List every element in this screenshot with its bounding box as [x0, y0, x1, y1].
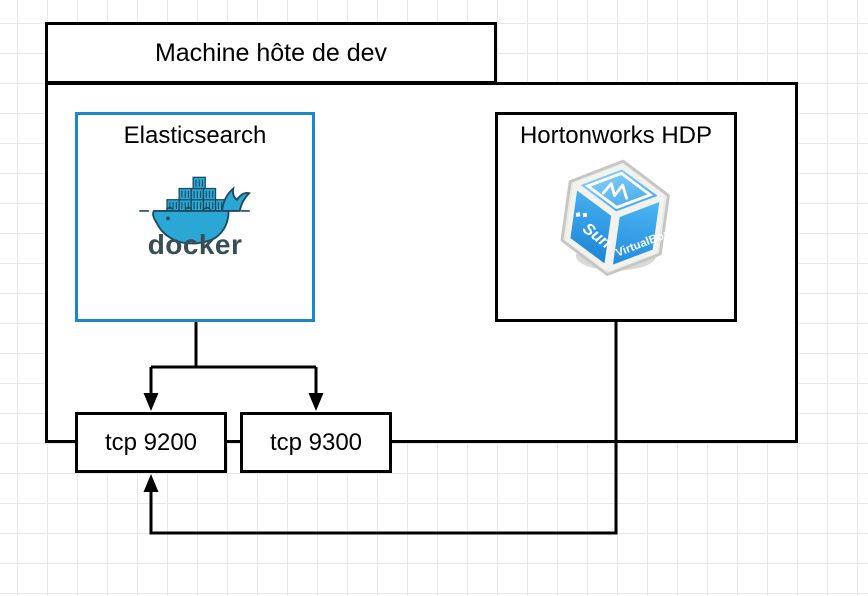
virtualbox-logo: Sun VirtualBox — [560, 160, 672, 277]
host-title-label: Machine hôte de dev — [154, 38, 388, 67]
elasticsearch-box[interactable]: Elasticsearch — [75, 112, 315, 322]
elasticsearch-label: Elasticsearch — [123, 122, 267, 149]
host-title-box[interactable]: Machine hôte de dev — [45, 22, 497, 84]
port-box-tcp-9200[interactable]: tcp 9200 — [75, 412, 227, 473]
docker-wordmark: docker — [148, 229, 243, 257]
docker-whale-icon — [139, 186, 251, 245]
virtualbox-m-frame-icon — [584, 172, 654, 210]
hortonworks-box[interactable]: Hortonworks HDP — [495, 112, 737, 322]
port-tcp-9200-label: tcp 9200 — [104, 428, 198, 456]
arrowhead-into-tcp-9200-bottom — [143, 474, 159, 492]
sun-diamond-icon — [575, 212, 588, 218]
docker-containers-icon — [166, 177, 229, 212]
docker-logo: docker — [139, 177, 251, 257]
hortonworks-label: Hortonworks HDP — [519, 122, 713, 149]
virtualbox-m-glyph-icon — [601, 182, 629, 201]
port-box-tcp-9300[interactable]: tcp 9300 — [240, 412, 392, 473]
port-tcp-9300-label: tcp 9300 — [269, 428, 363, 456]
virtualbox-cube-icon: Sun VirtualBox — [560, 160, 672, 277]
